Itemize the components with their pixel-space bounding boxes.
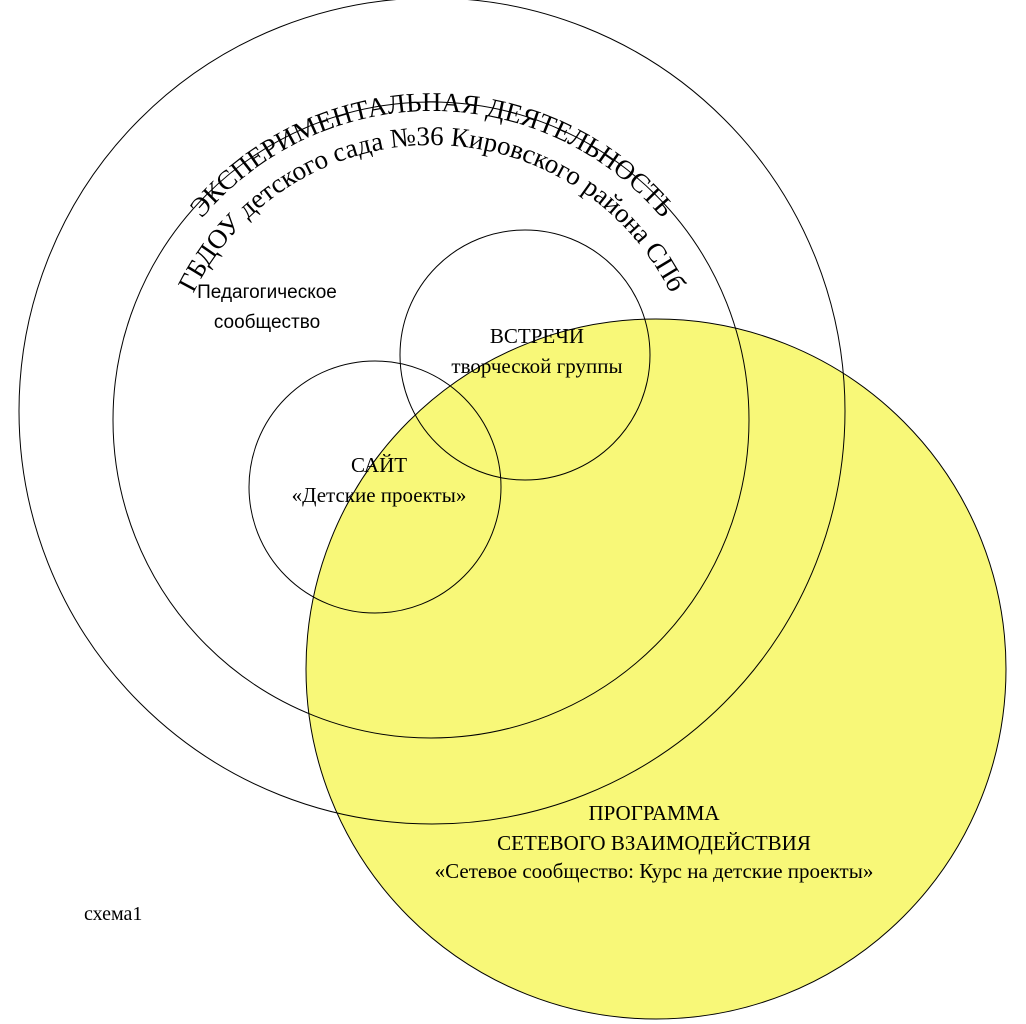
network-label-line1: ПРОГРАММА xyxy=(588,801,720,825)
meetings-label-line2: творческой группы xyxy=(451,354,622,378)
community-label-line1: Педагогическое xyxy=(197,282,337,303)
network-program-circle xyxy=(305,318,1007,1020)
community-label-line2: сообщество xyxy=(214,312,320,333)
pedagogical-community-circle xyxy=(112,101,750,739)
network-label-line3: «Сетевое сообщество: Курс на детские про… xyxy=(435,859,874,883)
scheme-caption: схема1 xyxy=(84,903,142,925)
site-circle xyxy=(248,360,502,614)
experimental-activity-circle xyxy=(18,0,846,825)
site-label-line1: САЙТ xyxy=(351,453,407,477)
meetings-label-line1: ВСТРЕЧИ xyxy=(490,324,584,348)
network-label-line2: СЕТЕВОГО ВЗАИМОДЕЙСТВИЯ xyxy=(497,831,811,855)
site-label-line2: «Детские проекты» xyxy=(292,483,467,507)
creative-group-meetings-circle xyxy=(399,229,651,481)
